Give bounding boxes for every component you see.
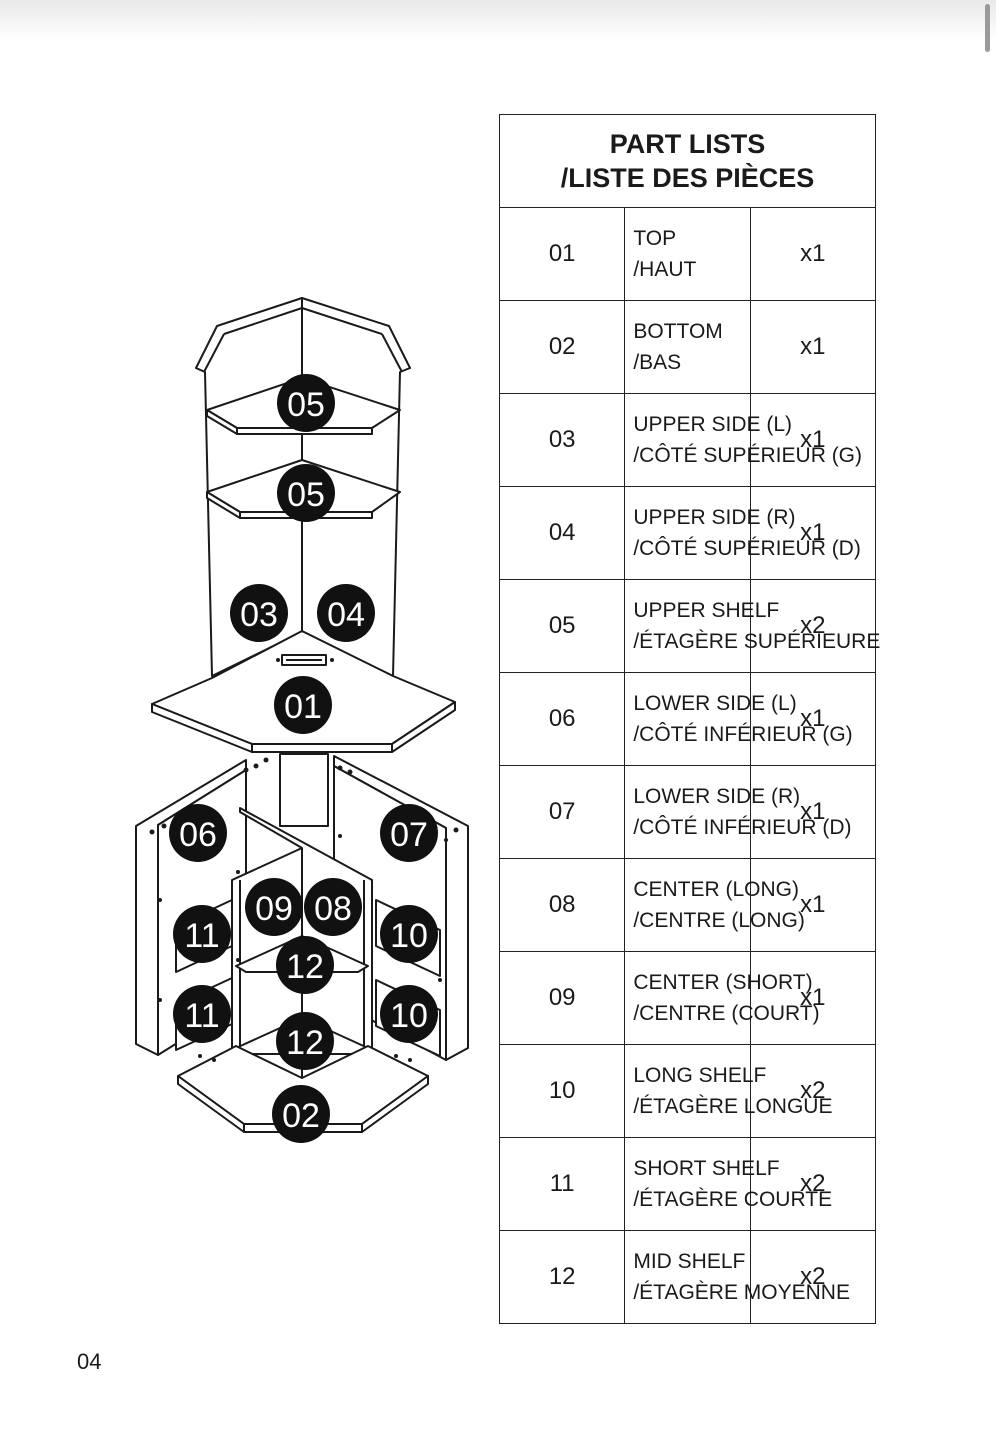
part-name-fr: /BAS — [633, 351, 682, 374]
callout-05-mid: 05 — [287, 476, 325, 514]
top-shadow — [0, 0, 996, 40]
part-number: 07 — [498, 765, 626, 859]
table-row: 03 UPPER SIDE (L) /CÔTÉ SUPÉRIEUR (G) x1 — [498, 393, 877, 487]
part-quantity: x1 — [749, 672, 877, 766]
part-name-fr: /HAUT — [633, 258, 697, 281]
part-description: TOP/HAUT — [624, 207, 751, 301]
part-quantity: x1 — [749, 765, 877, 859]
part-quantity: x2 — [749, 1137, 877, 1231]
part-number: 10 — [498, 1044, 626, 1138]
part-quantity: x2 — [749, 1044, 877, 1138]
part-name-en: CENTER (SHORT) — [633, 971, 813, 994]
part-name-fr: /CENTRE (LONG) — [633, 909, 805, 932]
part-description: SHORT SHELF/ÉTAGÈRE COURTE — [624, 1137, 833, 1231]
callout-08: 08 — [314, 890, 352, 928]
part-name-fr: /ÉTAGÈRE SUPÉRIEURE — [633, 630, 881, 653]
callout-10-bottom: 10 — [390, 997, 428, 1035]
part-quantity: x1 — [749, 207, 877, 301]
part-number: 06 — [498, 672, 626, 766]
part-name-en: LOWER SIDE (L) — [633, 692, 797, 715]
part-quantity: x2 — [749, 579, 877, 673]
callout-10-top: 10 — [390, 917, 428, 955]
callout-05-top: 05 — [287, 386, 325, 424]
part-name-fr: /CÔTÉ INFÉRIEUR (G) — [633, 723, 853, 746]
part-number: 02 — [498, 300, 626, 394]
part-description: LOWER SIDE (L) /CÔTÉ INFÉRIEUR (G) — [624, 672, 853, 766]
table-row: 02 BOTTOM/BAS x1 — [498, 300, 877, 394]
table-row: 09 CENTER (SHORT) /CENTRE (COURT) x1 — [498, 951, 877, 1045]
part-description: UPPER SIDE (R) /CÔTÉ SUPÉRIEUR (D) — [624, 486, 861, 580]
part-number: 09 — [498, 951, 626, 1045]
part-callouts: 05 05 03 04 01 06 07 09 08 11 10 12 11 1… — [169, 374, 438, 1143]
parts-table: PART LISTS /LISTE DES PIÈCES 01 TOP/HAUT… — [498, 114, 881, 1324]
assembly-diagram: 05 05 03 04 01 06 07 09 08 11 10 12 11 1… — [135, 297, 469, 1143]
part-name-fr: /CÔTÉ INFÉRIEUR (D) — [633, 816, 852, 839]
callout-12-bottom: 12 — [286, 1024, 324, 1062]
parts-table-header-row: PART LISTS /LISTE DES PIÈCES — [499, 114, 876, 208]
part-name-en: TOP — [633, 227, 677, 250]
part-name-fr: /ÉTAGÈRE LONGUE — [633, 1095, 833, 1118]
callout-12-top: 12 — [286, 948, 324, 986]
callout-01: 01 — [284, 688, 322, 726]
part-name-en: LOWER SIDE (R) — [633, 785, 801, 808]
part-description: LOWER SIDE (R) /CÔTÉ INFÉRIEUR (D) — [624, 765, 852, 859]
part-name-en: UPPER SHELF — [633, 599, 780, 622]
part-description: MID SHELF/ÉTAGÈRE MOYENNE — [624, 1230, 850, 1324]
table-row: 11 SHORT SHELF/ÉTAGÈRE COURTE x2 — [498, 1137, 877, 1231]
part-name-en: UPPER SIDE (L) — [633, 413, 793, 436]
part-quantity: x1 — [749, 486, 877, 580]
parts-table-title: PART LISTS /LISTE DES PIÈCES — [499, 114, 876, 208]
callout-11-bottom: 11 — [184, 997, 219, 1035]
part-number: 08 — [498, 858, 626, 952]
part-number: 04 — [498, 486, 626, 580]
part-quantity: x1 — [749, 393, 877, 487]
scrollbar[interactable] — [985, 4, 990, 52]
title-fr: /LISTE DES PIÈCES — [560, 163, 815, 193]
part-name-fr: /CENTRE (COURT) — [633, 1002, 820, 1025]
part-number: 03 — [498, 393, 626, 487]
part-name-fr: /CÔTÉ SUPÉRIEUR (G) — [633, 444, 863, 467]
part-name-en: BOTTOM — [633, 320, 723, 343]
part-number: 05 — [498, 579, 626, 673]
part-description: CENTER (LONG) /CENTRE (LONG) — [624, 858, 805, 952]
table-row: 05 UPPER SHELF/ÉTAGÈRE SUPÉRIEURE x2 — [498, 579, 881, 673]
part-description: UPPER SHELF/ÉTAGÈRE SUPÉRIEURE — [624, 579, 881, 673]
part-name-fr: /CÔTÉ SUPÉRIEUR (D) — [633, 537, 861, 560]
part-description: UPPER SIDE (L) /CÔTÉ SUPÉRIEUR (G) — [624, 393, 863, 487]
table-row: 01 TOP/HAUT x1 — [498, 207, 877, 301]
table-row: 10 LONG SHELF/ÉTAGÈRE LONGUE x2 — [498, 1044, 877, 1138]
table-row: 06 LOWER SIDE (L) /CÔTÉ INFÉRIEUR (G) x1 — [498, 672, 877, 766]
callout-03: 03 — [240, 596, 278, 634]
callout-09: 09 — [255, 890, 293, 928]
part-number: 11 — [498, 1137, 626, 1231]
part-name-en: SHORT SHELF — [633, 1157, 780, 1180]
callout-07: 07 — [390, 816, 428, 854]
part-description: BOTTOM/BAS — [624, 300, 751, 394]
title-en: PART LISTS — [609, 129, 766, 159]
table-row: 07 LOWER SIDE (R) /CÔTÉ INFÉRIEUR (D) x1 — [498, 765, 877, 859]
table-row: 12 MID SHELF/ÉTAGÈRE MOYENNE x2 — [498, 1230, 877, 1324]
part-description: CENTER (SHORT) /CENTRE (COURT) — [624, 951, 820, 1045]
part-number: 01 — [498, 207, 626, 301]
callout-06: 06 — [179, 816, 217, 854]
table-row: 04 UPPER SIDE (R) /CÔTÉ SUPÉRIEUR (D) x1 — [498, 486, 877, 580]
part-quantity: x1 — [749, 858, 877, 952]
part-quantity: x1 — [749, 300, 877, 394]
part-quantity: x1 — [749, 951, 877, 1045]
part-number: 12 — [498, 1230, 626, 1324]
callout-11-top: 11 — [184, 917, 219, 955]
callout-04: 04 — [327, 596, 365, 634]
part-name-fr: /ÉTAGÈRE COURTE — [633, 1188, 833, 1211]
part-name-fr: /ÉTAGÈRE MOYENNE — [633, 1281, 850, 1304]
page-number: 04 — [77, 1349, 102, 1374]
part-name-en: MID SHELF — [633, 1250, 746, 1273]
part-name-en: CENTER (LONG) — [633, 878, 800, 901]
part-quantity: x2 — [749, 1230, 877, 1324]
callout-02: 02 — [282, 1097, 320, 1135]
table-row: 08 CENTER (LONG) /CENTRE (LONG) x1 — [498, 858, 877, 952]
part-description: LONG SHELF/ÉTAGÈRE LONGUE — [624, 1044, 833, 1138]
part-name-en: LONG SHELF — [633, 1064, 767, 1087]
part-name-en: UPPER SIDE (R) — [633, 506, 796, 529]
